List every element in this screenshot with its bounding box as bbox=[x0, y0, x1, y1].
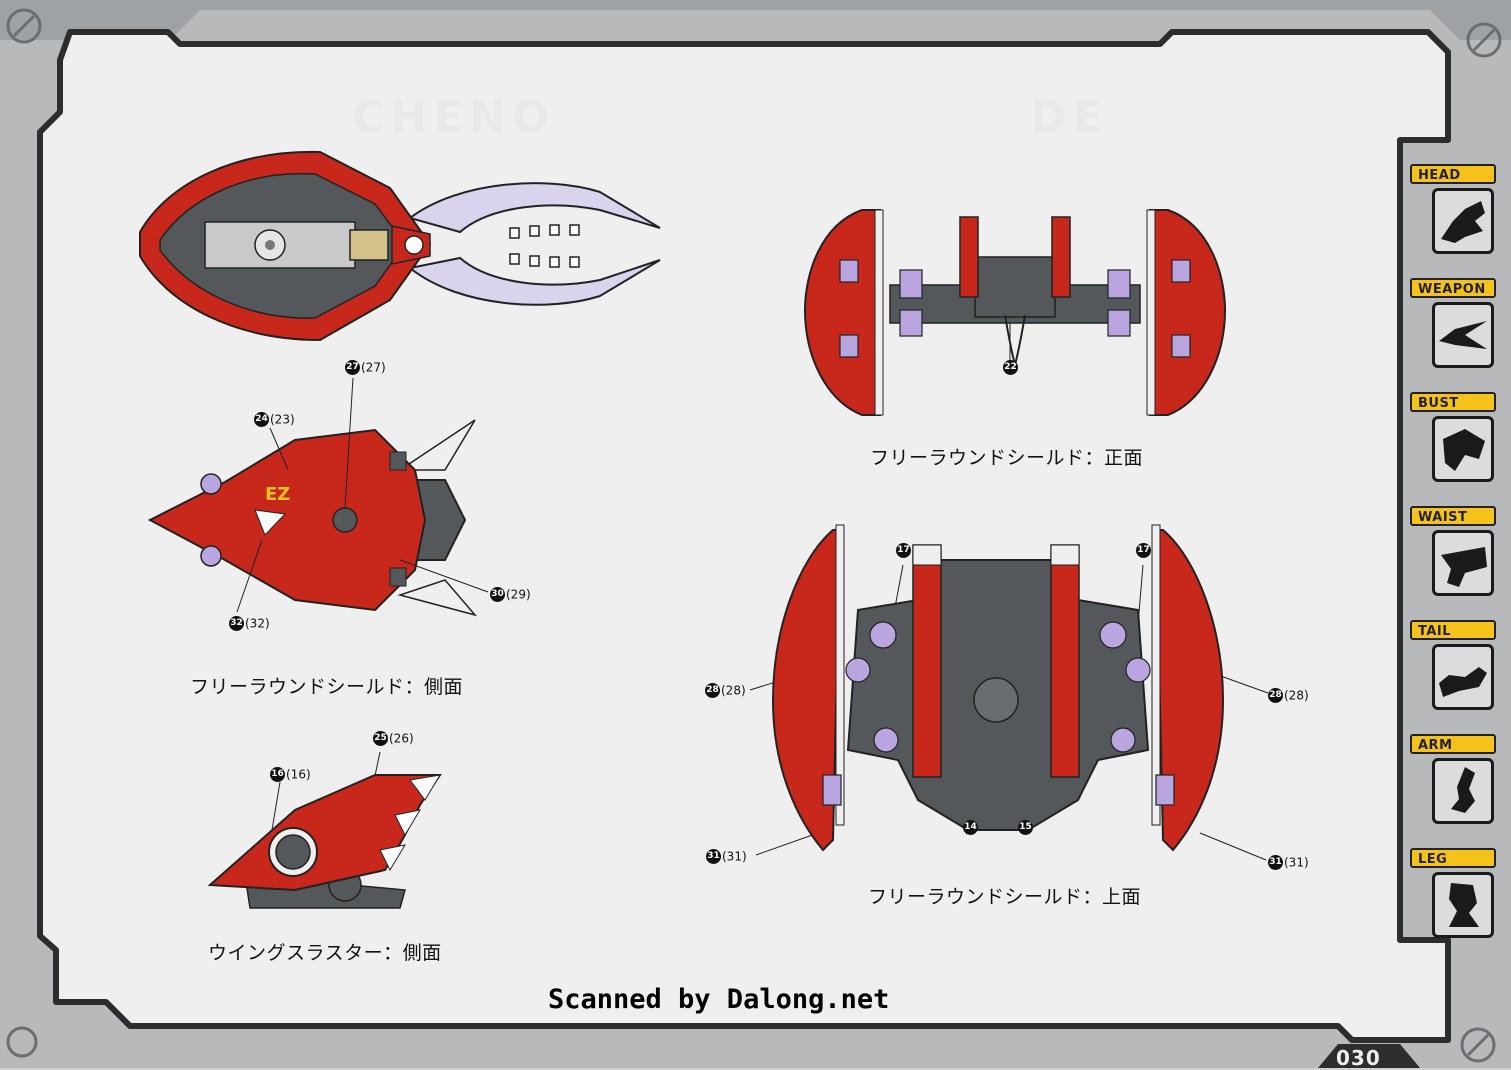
callout-paren: (31) bbox=[722, 849, 747, 864]
callout-number: 28 bbox=[705, 683, 720, 698]
callout-number: 24 bbox=[254, 412, 269, 427]
tab-tail-label: TAIL bbox=[1410, 620, 1496, 640]
callout-17-right: 17 bbox=[1136, 543, 1152, 558]
tab-head-label: HEAD bbox=[1410, 164, 1496, 184]
callout-15: 15 bbox=[1018, 820, 1034, 835]
shield-top-drawing bbox=[771, 524, 1225, 852]
tab-head[interactable]: HEAD bbox=[1408, 164, 1498, 268]
callout-number: 15 bbox=[1018, 820, 1033, 835]
caption-front-view: フリーラウンドシールド：正面 bbox=[870, 447, 1144, 469]
callout-number: 30 bbox=[490, 587, 505, 602]
callout-paren: (32) bbox=[245, 616, 270, 631]
callout-24: 24(23) bbox=[254, 412, 295, 427]
callout-number: 25 bbox=[373, 731, 388, 746]
callout-number: 31 bbox=[1268, 855, 1283, 870]
tab-waist[interactable]: WAIST bbox=[1408, 506, 1498, 610]
callout-32: 32(32) bbox=[229, 616, 270, 631]
weapon-icon bbox=[1432, 302, 1494, 368]
caption-thruster-view: ウイングスラスター：側面 bbox=[208, 942, 442, 964]
callout-number: 27 bbox=[345, 360, 360, 375]
tab-arm-label: ARM bbox=[1410, 734, 1496, 754]
callout-17-left: 17 bbox=[896, 543, 912, 558]
tab-arm[interactable]: ARM bbox=[1408, 734, 1498, 838]
callout-14: 14 bbox=[963, 820, 979, 835]
callout-number: 17 bbox=[1136, 543, 1151, 558]
callout-paren: (31) bbox=[1284, 855, 1309, 870]
ghost-heading-left: CHENO bbox=[352, 92, 556, 143]
tab-leg[interactable]: LEG bbox=[1408, 848, 1498, 952]
waist-icon bbox=[1432, 530, 1494, 596]
tab-weapon[interactable]: WEAPON bbox=[1408, 278, 1498, 382]
callout-25: 25(26) bbox=[373, 731, 414, 746]
callout-28-left: 28(28) bbox=[705, 683, 746, 698]
callout-30: 30(29) bbox=[490, 587, 531, 602]
scan-watermark: Scanned by Dalong.net bbox=[548, 984, 890, 1015]
callout-paren: (27) bbox=[361, 360, 386, 375]
leg-icon bbox=[1432, 872, 1494, 938]
callout-31-left: 31(31) bbox=[706, 849, 747, 864]
callout-paren: (28) bbox=[721, 683, 746, 698]
tail-icon bbox=[1432, 644, 1494, 710]
callout-number: 28 bbox=[1268, 688, 1283, 703]
callout-paren: (28) bbox=[1284, 688, 1309, 703]
bust-icon bbox=[1432, 416, 1494, 482]
tab-waist-label: WAIST bbox=[1410, 506, 1496, 526]
arm-icon bbox=[1432, 758, 1494, 824]
callout-16: 16(16) bbox=[270, 767, 311, 782]
tab-leg-label: LEG bbox=[1410, 848, 1496, 868]
shield-front-drawing bbox=[803, 209, 1227, 416]
callout-paren: (26) bbox=[389, 731, 414, 746]
ghost-heading-right: DE bbox=[1030, 92, 1109, 143]
ez-decal: EZ bbox=[265, 484, 290, 505]
callout-number: 31 bbox=[706, 849, 721, 864]
caption-side-view: フリーラウンドシールド：側面 bbox=[190, 676, 464, 698]
callout-number: 14 bbox=[963, 820, 978, 835]
callout-27: 27(27) bbox=[345, 360, 386, 375]
page-number: 030 bbox=[1336, 1046, 1381, 1070]
callout-22: 22 bbox=[1003, 360, 1019, 375]
tab-weapon-label: WEAPON bbox=[1410, 278, 1496, 298]
head-icon bbox=[1432, 188, 1494, 254]
callout-number: 22 bbox=[1003, 360, 1018, 375]
callout-number: 32 bbox=[229, 616, 244, 631]
callout-28-right: 28(28) bbox=[1268, 688, 1309, 703]
shield-claw-drawing bbox=[139, 150, 661, 342]
callout-number: 17 bbox=[896, 543, 911, 558]
callout-paren: (23) bbox=[270, 412, 295, 427]
tab-tail[interactable]: TAIL bbox=[1408, 620, 1498, 724]
callout-paren: (16) bbox=[286, 767, 311, 782]
callout-number: 16 bbox=[270, 767, 285, 782]
caption-top-view: フリーラウンドシールド：上面 bbox=[868, 886, 1142, 908]
tab-bust[interactable]: BUST bbox=[1408, 392, 1498, 496]
tab-bust-label: BUST bbox=[1410, 392, 1496, 412]
wing-thruster-drawing bbox=[207, 774, 442, 909]
shield-side-drawing: EZ bbox=[147, 419, 478, 617]
callout-31-right: 31(31) bbox=[1268, 855, 1309, 870]
callout-paren: (29) bbox=[506, 587, 531, 602]
